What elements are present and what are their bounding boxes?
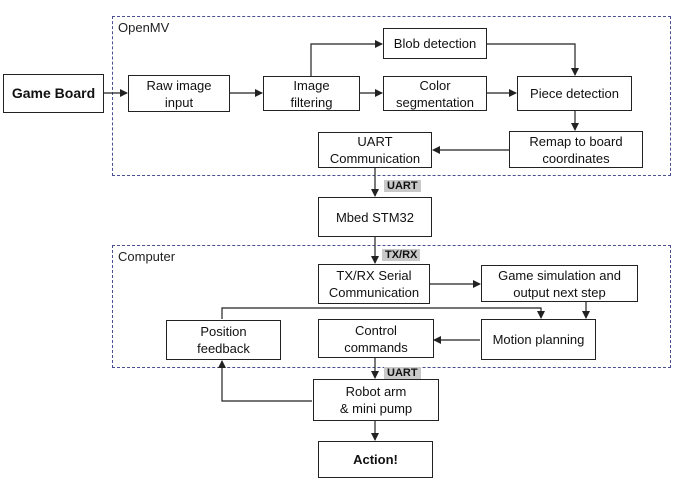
piece-detection-node: Piece detection <box>517 76 632 111</box>
remap-node: Remap to board coordinates <box>509 131 643 168</box>
position-feedback-node: Position feedback <box>166 320 281 360</box>
game-board-node: Game Board <box>3 74 104 113</box>
game-simulation-node: Game simulation and output next step <box>481 265 638 302</box>
arrow-feedback-motion <box>221 307 545 319</box>
image-filtering-node: Image filtering <box>263 76 360 111</box>
motion-planning-node: Motion planning <box>481 319 596 360</box>
blob-detection-node: Blob detection <box>383 28 487 59</box>
color-segmentation-node: Color segmentation <box>383 76 487 111</box>
arrow-robot-feedback <box>218 360 312 402</box>
openmv-group-title: OpenMV <box>118 20 170 35</box>
uart-link-tag-2: UART <box>384 367 421 379</box>
txrx-link-tag: TX/RX <box>382 249 421 261</box>
control-commands-node: Control commands <box>318 319 434 358</box>
uart-communication-node: UART Communication <box>318 132 432 168</box>
mbed-stm32-node: Mbed STM32 <box>318 197 432 237</box>
computer-group-title: Computer <box>118 249 176 264</box>
txrx-serial-node: TX/RX Serial Communication <box>318 264 430 304</box>
arrow-blob-piece <box>487 43 579 76</box>
arrow-filtering-blob <box>310 40 383 76</box>
action-node: Action! <box>318 441 433 478</box>
uart-link-tag: UART <box>384 180 421 192</box>
openmv-group <box>112 16 671 176</box>
raw-image-input-node: Raw image input <box>128 75 230 112</box>
robot-arm-node: Robot arm & mini pump <box>313 379 439 421</box>
